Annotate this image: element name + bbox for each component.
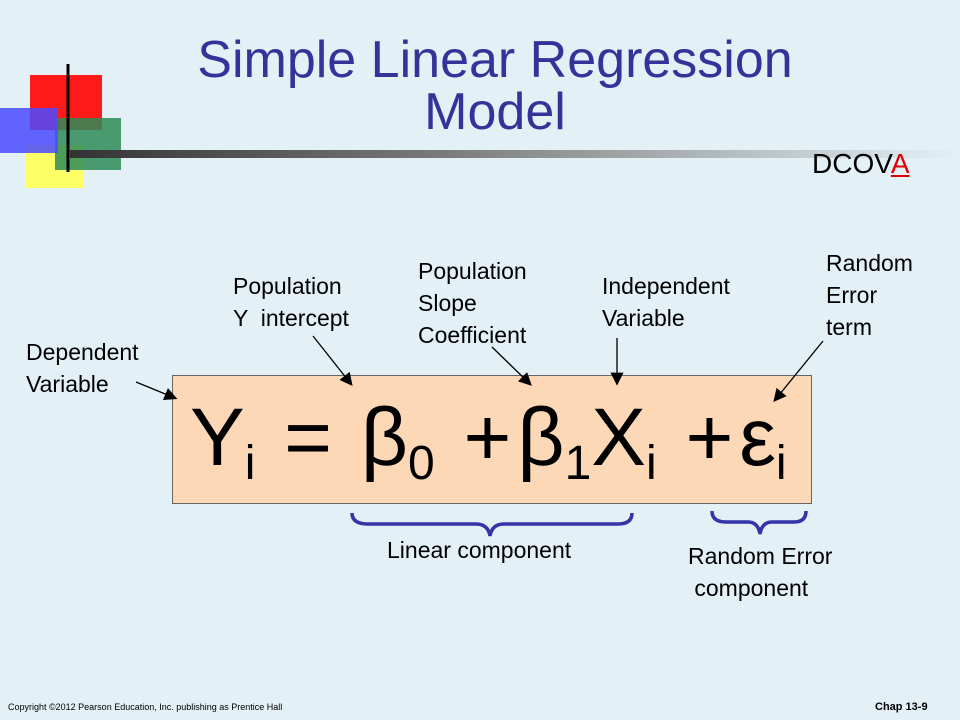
formula-y: Y <box>190 392 245 483</box>
formula-x-subscript: i <box>646 437 657 490</box>
chapter-page-number: Chap 13-9 <box>875 701 928 713</box>
label-line: Y intercept <box>233 305 349 331</box>
linear-component-label: Linear component <box>387 537 572 563</box>
label-line: Slope <box>418 290 477 316</box>
label-line: Dependent <box>26 339 139 365</box>
label-line: Variable <box>26 371 109 397</box>
formula-beta1-subscript: 1 <box>564 437 592 490</box>
label-independent-variable: Independent Variable <box>602 270 730 334</box>
label-line: Population <box>418 258 527 284</box>
page-title-line2: Model <box>424 83 566 141</box>
label-line: component <box>688 575 809 601</box>
copyright-text: Copyright ©2012 Pearson Education, Inc. … <box>8 702 283 712</box>
brace-linear-component <box>350 512 634 537</box>
label-population-slope: Population Slope Coefficient <box>418 255 527 351</box>
label-line: Coefficient <box>418 322 527 348</box>
random-error-component-label: Random Error component <box>688 540 832 604</box>
formula-epsilon: ε <box>739 392 776 483</box>
arrow-slope <box>491 346 532 386</box>
dcova-prefix: DCOV <box>812 148 891 179</box>
label-population-intercept: Population Y intercept <box>233 270 349 334</box>
label-random-error-term: Random Error term <box>826 247 913 343</box>
regression-formula: Yi = β0 +β1Xi +εi <box>190 378 787 524</box>
arrow-dependent <box>135 381 178 401</box>
dcova-highlight: A <box>890 148 910 179</box>
formula-x: X <box>591 392 646 483</box>
label-dependent-variable: Dependent Variable <box>26 336 139 400</box>
formula-y-subscript: i <box>244 437 256 490</box>
formula-beta0: β <box>360 392 409 483</box>
title-divider <box>70 150 960 158</box>
formula-equals: = <box>284 392 333 483</box>
formula-beta0-subscript: 0 <box>408 437 435 490</box>
arrow-error-term <box>773 340 824 403</box>
formula-beta1: β <box>517 392 565 483</box>
label-line: Random <box>826 250 913 276</box>
brace-random-error <box>710 510 808 535</box>
arrow-intercept <box>312 335 353 387</box>
label-line: Population <box>233 273 342 299</box>
formula-epsilon-subscript: i <box>775 437 787 490</box>
page-title-line1: Simple Linear Regression <box>197 31 793 89</box>
label-line: Random Error <box>688 543 833 569</box>
label-line: Independent <box>602 273 730 299</box>
formula-box <box>172 375 812 504</box>
dcova-tag: DCOVA <box>812 148 910 180</box>
formula-plus: + <box>685 392 734 483</box>
label-line: Variable <box>602 305 685 331</box>
label-line: Error <box>826 282 878 308</box>
label-line: term <box>826 314 872 340</box>
formula-plus: + <box>463 392 512 483</box>
